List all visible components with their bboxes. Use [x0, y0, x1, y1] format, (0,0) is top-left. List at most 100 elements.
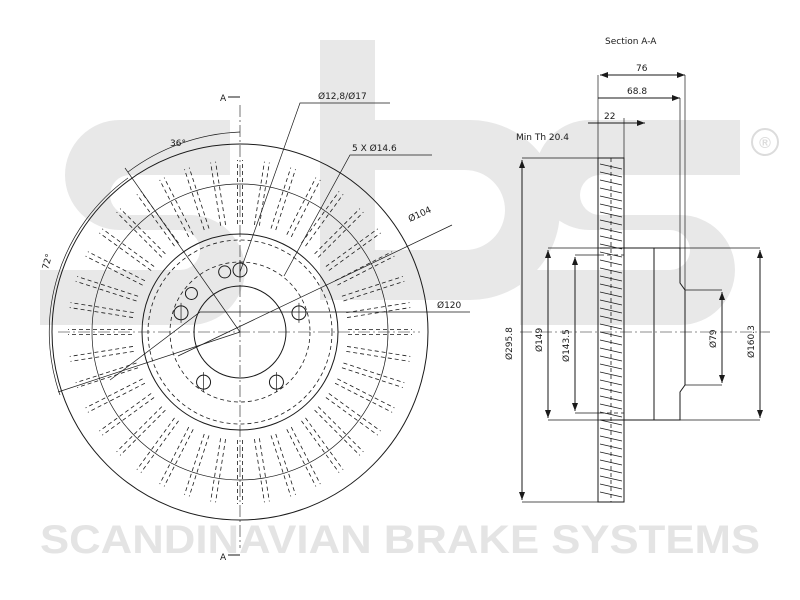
angle-36-arc [127, 131, 241, 173]
vent-slot-stroke [116, 406, 163, 453]
bolt-pattern-leader [283, 154, 432, 277]
ring-vane [599, 315, 623, 322]
bolt-pattern-label: 5 X Ø14.6 [352, 143, 397, 154]
vent-slot-stroke [163, 429, 194, 487]
vent-slot-stroke [69, 307, 134, 318]
vent-slots [68, 160, 412, 504]
vent-slot-stroke [346, 302, 410, 314]
vent-slot-stroke [159, 179, 190, 238]
hole-dims-label: Ø12,8/Ø17 [318, 91, 367, 102]
angle-36-label: 36° [170, 139, 186, 149]
locating-hole [218, 265, 232, 279]
dim-76-label: 76 [636, 64, 648, 74]
ring-vane [599, 307, 623, 314]
vent-slot-stroke [184, 169, 205, 231]
ring-vane [599, 427, 623, 434]
ring-vane [599, 203, 623, 210]
vent-slot-stroke [136, 194, 175, 247]
vent-slot-stroke [163, 177, 194, 235]
angle-72-label: 72° [41, 253, 55, 271]
vent-slot-stroke [343, 362, 405, 384]
vent-slot-stroke [286, 177, 317, 235]
vent-slot-stroke [305, 417, 344, 470]
vent-slot-stroke [75, 280, 137, 302]
section-marker-top: A [220, 94, 227, 104]
hole-dims-leader [239, 102, 390, 273]
ring-vane [599, 467, 623, 474]
vent-slot-stroke [70, 302, 134, 314]
vent-slot-stroke [314, 409, 361, 456]
vent-slot-stroke [99, 393, 152, 432]
vent-slot-stroke [77, 367, 139, 388]
vent-slot-stroke [286, 429, 317, 487]
ring-vane [599, 419, 623, 426]
dim-22-label: 22 [604, 112, 615, 122]
vent-slot-stroke [346, 346, 411, 357]
vent-slot-stroke [140, 420, 179, 473]
vent-slot-stroke [258, 438, 270, 502]
min-thickness-label: Min Th 20.4 [516, 133, 569, 143]
angle-36-leader [124, 167, 241, 333]
vent-slot-stroke [317, 211, 364, 258]
vent-slot-stroke [184, 433, 205, 495]
vent-slot-stroke [188, 167, 210, 229]
vent-slot-stroke [314, 208, 361, 255]
vent-slot-stroke [87, 251, 146, 282]
vent-slot-stroke [328, 232, 381, 271]
vent-slot-stroke [75, 362, 137, 384]
svg-text:®: ® [759, 135, 771, 152]
ring-vane [599, 363, 623, 370]
vent-slot-stroke [334, 382, 393, 413]
ring-vane [599, 483, 623, 490]
vent-slot-stroke [305, 194, 344, 247]
vent-slot-stroke [337, 255, 395, 286]
company-name-watermark: SCANDINAVIAN BRAKE SYSTEMS [40, 518, 760, 562]
ring-vane [599, 475, 623, 482]
vent-slot-stroke [337, 378, 395, 409]
vent-slot-stroke [215, 438, 226, 503]
vent-slot-stroke [290, 426, 321, 485]
vent-slot-stroke [254, 161, 265, 226]
vent-slot-stroke [70, 350, 134, 362]
vent-slot-stroke [346, 350, 410, 362]
dia-120-leader [109, 311, 470, 381]
ring-vane [599, 195, 623, 202]
sbs-logo [40, 40, 740, 325]
vent-slot-stroke [85, 378, 143, 409]
dim-68-label: 68.8 [627, 87, 647, 97]
vent-slot-stroke [275, 169, 296, 231]
vent-slot-stroke [116, 211, 163, 258]
vent-slot-stroke [102, 397, 155, 436]
vent-slot-stroke [77, 276, 139, 297]
ring-vane [599, 187, 623, 194]
vent-slot-stroke [136, 417, 175, 470]
vent-slot-stroke [85, 255, 143, 286]
vent-slot-stroke [159, 426, 190, 485]
section-marker-bottom: A [220, 553, 227, 563]
vent-slot-stroke [254, 438, 265, 503]
vent-slot-stroke [325, 397, 378, 436]
locating-hole [184, 286, 198, 300]
registered-mark: ® [751, 128, 779, 156]
section-view: Section A-A 76 68.8 22 Min Th 20.4 Ø295.… [504, 37, 770, 503]
vent-slot-stroke [341, 367, 403, 388]
vent-slot-stroke [325, 228, 378, 267]
dim-160-label: Ø160.3 [746, 325, 757, 358]
vent-slot-stroke [334, 251, 393, 282]
vent-slot-stroke [99, 232, 152, 271]
section-title: Section A-A [605, 37, 657, 47]
vent-slot-stroke [343, 280, 405, 302]
vent-slot-stroke [210, 438, 222, 502]
dim-143-label: Ø143.5 [561, 329, 572, 362]
ring-vane [599, 299, 623, 306]
front-view: A A 36° 72° Ø12,8/Ø17 5 X Ø14.6 Ø104 Ø12… [41, 91, 470, 563]
vent-slot-stroke [188, 435, 210, 497]
vent-slot-stroke [119, 409, 166, 456]
ring-vane [599, 355, 623, 362]
vent-slot-stroke [87, 382, 146, 413]
vent-slot-stroke [119, 208, 166, 255]
vent-slot-stroke [346, 307, 411, 318]
vent-slot-stroke [301, 191, 340, 244]
vent-slot-stroke [317, 406, 364, 453]
